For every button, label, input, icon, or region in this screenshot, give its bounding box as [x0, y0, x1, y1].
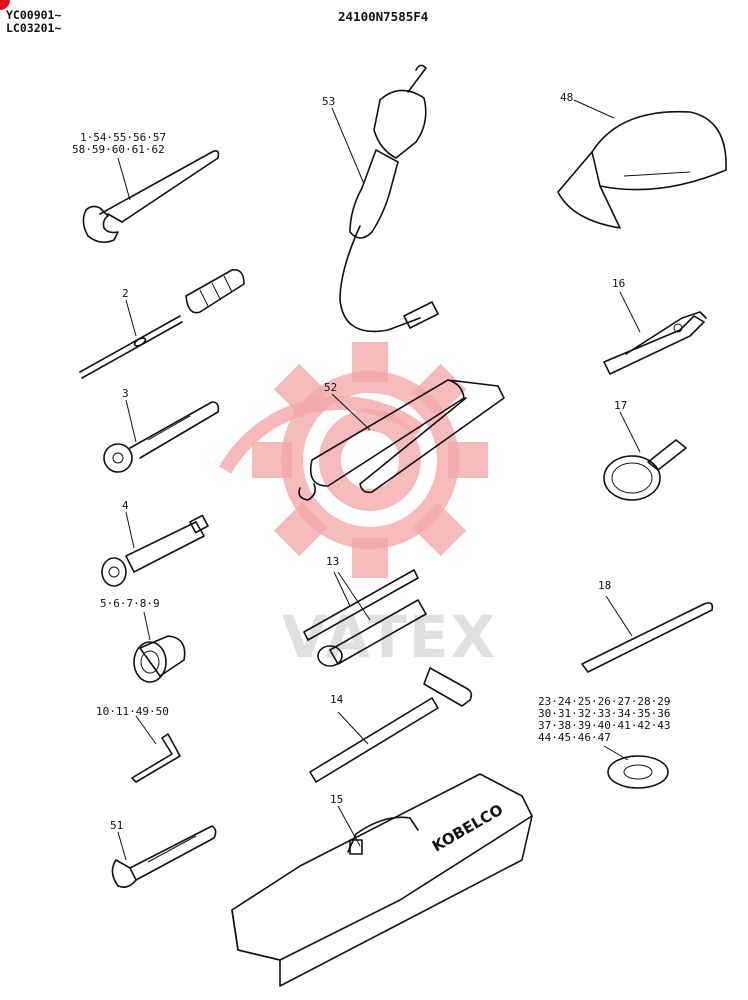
callout-pry-bar: 18 — [598, 579, 612, 592]
callout-box-wrench: 13 — [326, 555, 340, 568]
callout-washer-1: 23·24·25·26·27·28·29 — [538, 695, 671, 708]
callout-screwdriver: 2 — [122, 287, 129, 300]
callout-wrench: 1·54·55·56·57 — [80, 131, 167, 144]
callout-ratchet: 3 — [122, 387, 129, 400]
callout-filter-wrench: 17 — [614, 399, 628, 412]
washer-icon — [607, 755, 669, 789]
ratchet-handle-icon — [103, 401, 220, 473]
serial-range-2: LC03201~ — [6, 21, 62, 35]
callout-tool-box: 15 — [330, 793, 344, 806]
cap-icon — [557, 110, 727, 229]
socket-icon — [133, 635, 186, 683]
callout-pliers: 16 — [612, 277, 626, 290]
callout-hex-key: 10·11·49·50 — [96, 705, 169, 718]
callout-grease-gun: 52 — [324, 381, 338, 394]
callout-washer-4: 44·45·46·47 — [538, 731, 611, 744]
serial-range-1: YC00901~ — [6, 8, 62, 22]
open-end-wrench-icon — [82, 150, 220, 244]
callout-adjustable-wrench: 51 — [110, 819, 124, 832]
screwdriver-icon — [79, 268, 245, 379]
drawing-number: 24100N7585F4 — [338, 9, 429, 24]
callout-cap: 48 — [560, 91, 574, 104]
extension-bar-icon — [101, 514, 209, 587]
tool-box-icon: KOBELCO — [231, 773, 533, 987]
corner-marker — [0, 0, 10, 10]
t-handle-wrench-icon — [309, 667, 473, 783]
callout-wrench-2: 58·59·60·61·62 — [72, 143, 165, 156]
watermark-text: VATEX — [282, 603, 498, 671]
pliers-icon — [603, 311, 707, 375]
callout-t-handle: 14 — [330, 693, 344, 706]
callout-socket: 5·6·7·8·9 — [100, 597, 160, 610]
adjustable-wrench-icon — [111, 825, 217, 888]
callout-work-light: 53 — [322, 95, 336, 108]
box-wrench-icon — [303, 569, 427, 667]
grease-gun-icon — [298, 379, 505, 501]
toolbox-brand-text: KOBELCO — [429, 801, 506, 856]
pry-bar-icon — [581, 602, 714, 673]
callout-washer-3: 37·38·39·40·41·42·43 — [538, 719, 671, 732]
filter-wrench-icon — [603, 439, 687, 501]
work-light-icon — [339, 64, 439, 333]
callout-washer-2: 30·31·32·33·34·35·36 — [538, 707, 671, 720]
hex-key-icon — [131, 733, 181, 783]
callout-extension: 4 — [122, 499, 129, 512]
